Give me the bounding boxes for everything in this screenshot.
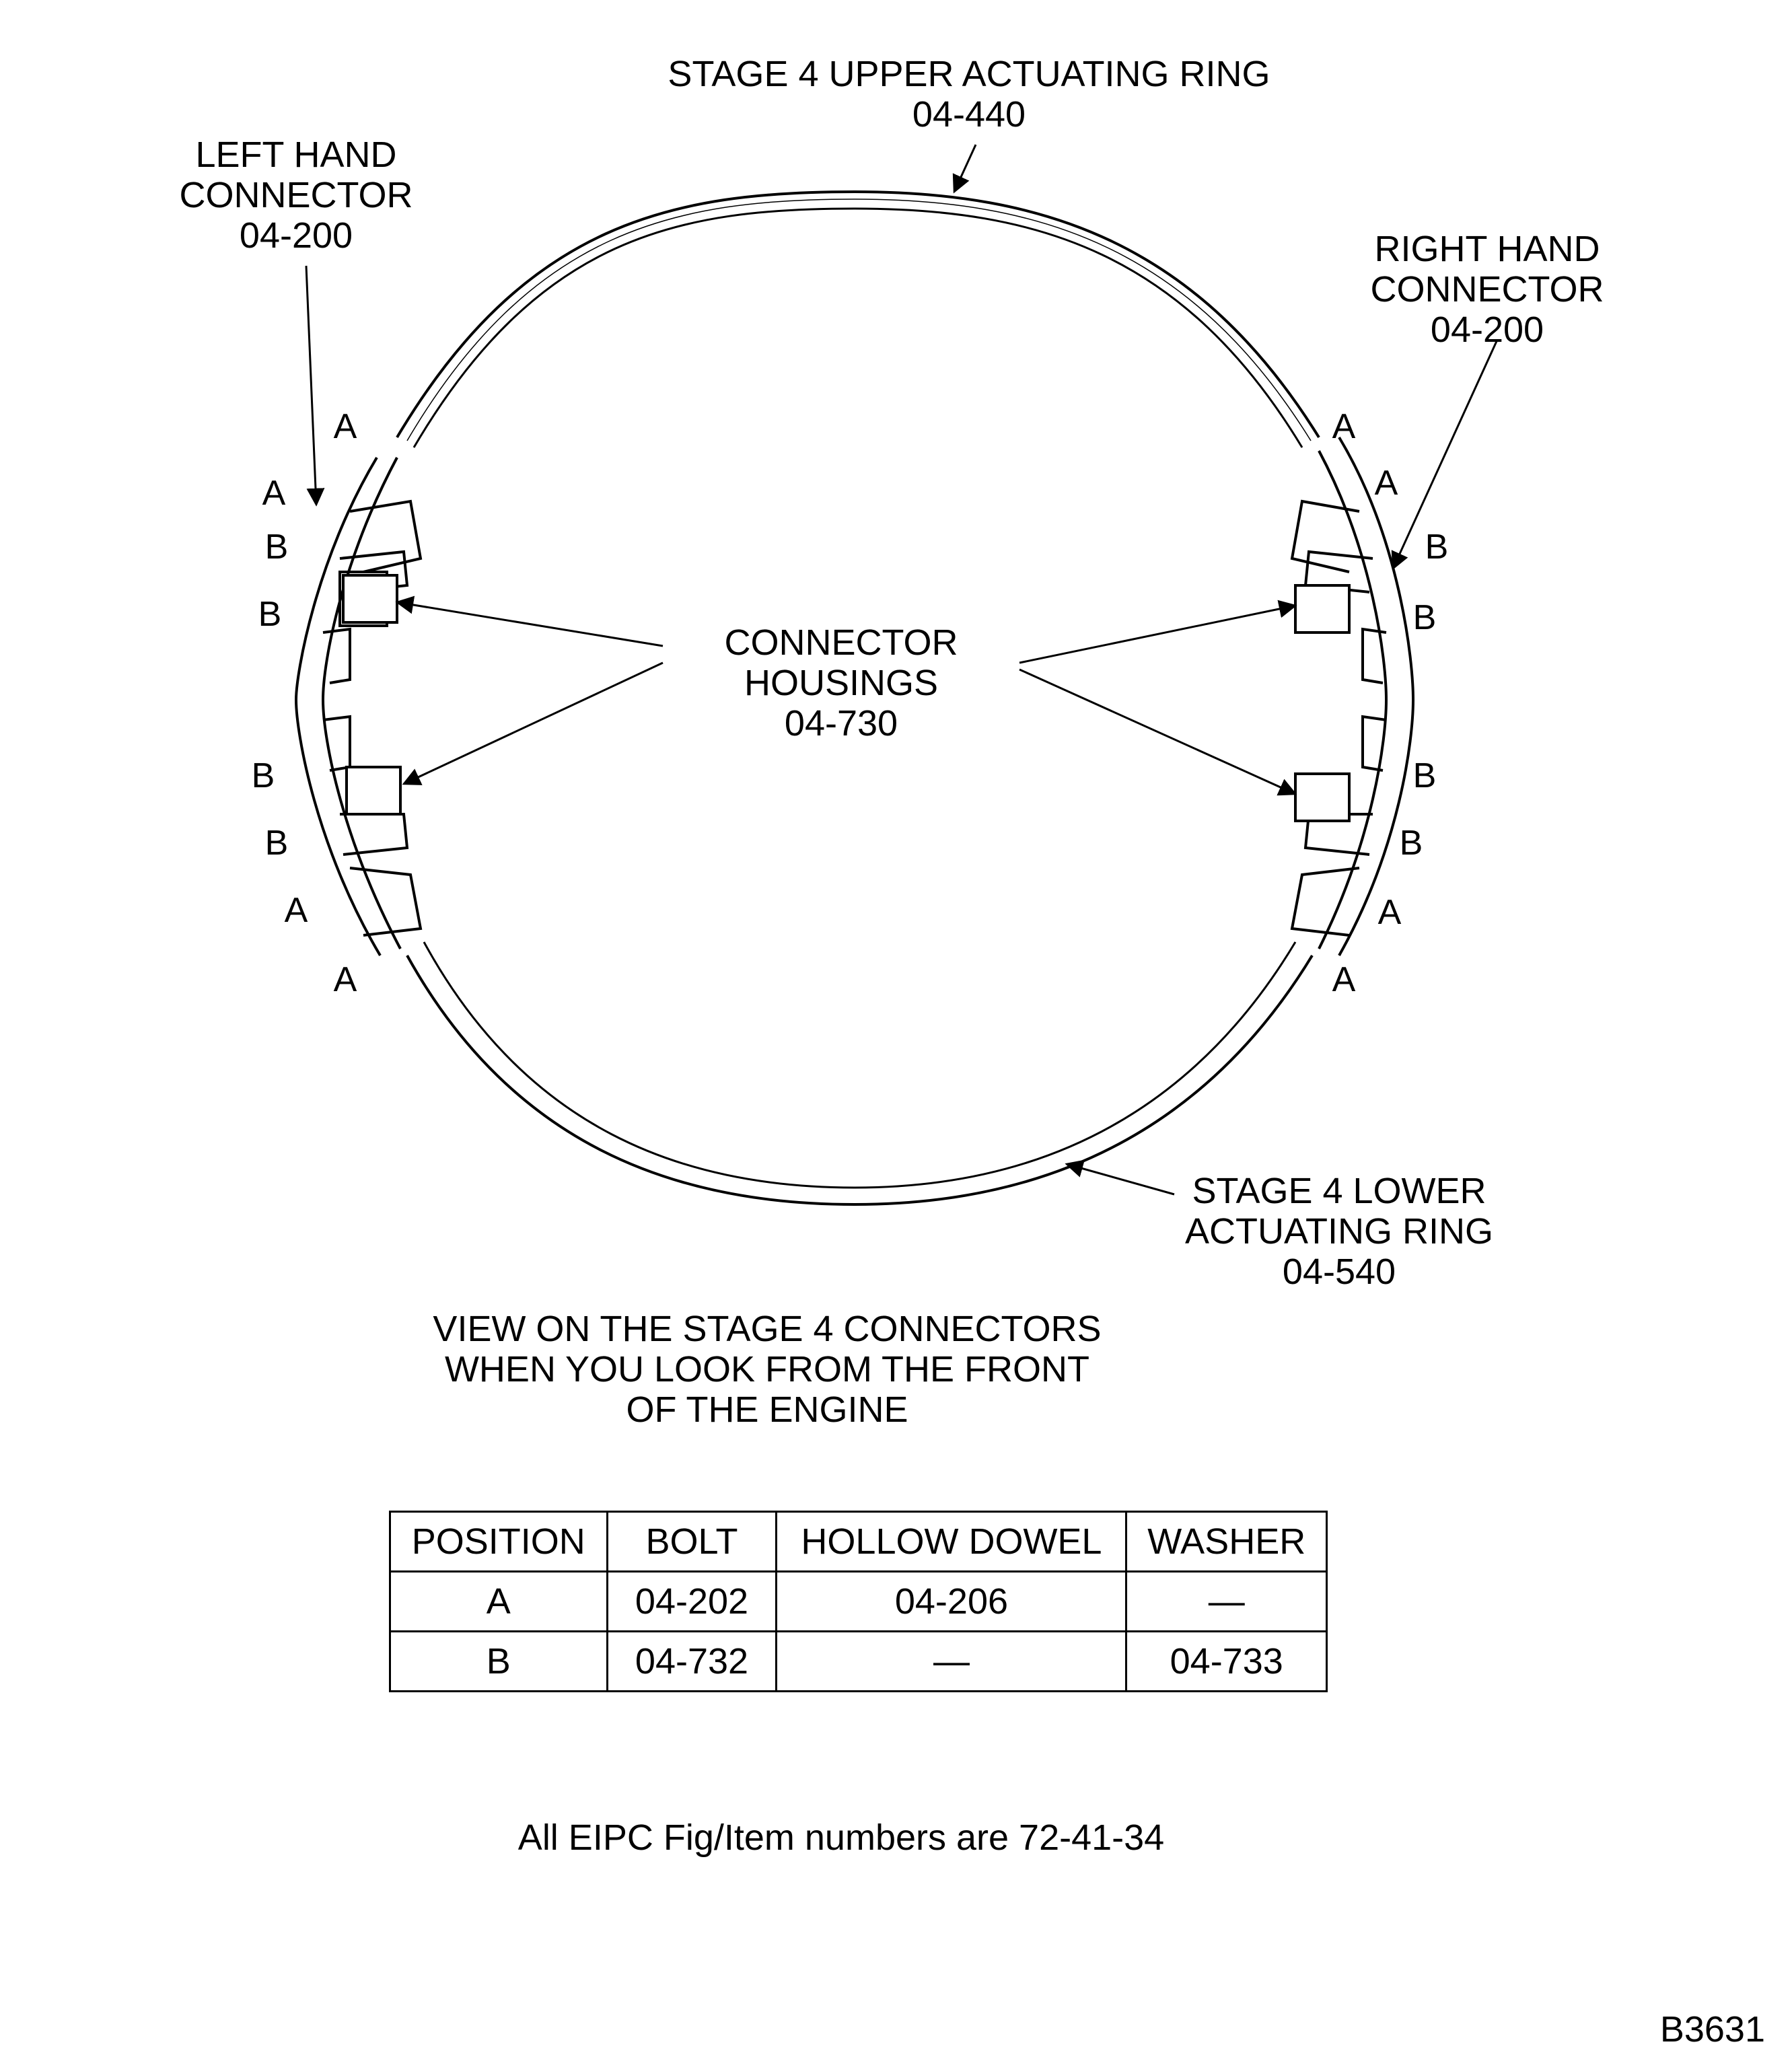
lower-actuating-ring-inner: [423, 941, 1297, 1189]
parts-table: POSITION BOLT HOLLOW DOWEL WASHER A 04-2…: [389, 1511, 1328, 1692]
right-connector-label-line1: RIGHT HAND: [1374, 229, 1600, 269]
connector-housings-label-line2: HOUSINGS: [744, 663, 939, 703]
header-bolt: BOLT: [606, 1511, 778, 1572]
cell-washer: 04-733: [1125, 1630, 1328, 1692]
arrow-left-connector: [305, 265, 325, 507]
lower-ring-label-line3: 04-540: [1282, 1252, 1396, 1292]
connector-housings-label-line3: 04-730: [784, 703, 898, 744]
left-connector-label: LEFT HAND CONNECTOR 04-200: [162, 135, 431, 256]
position-letter-left: A: [333, 960, 357, 999]
left-hand-connector: [294, 456, 423, 957]
position-letter-right: B: [1412, 756, 1437, 795]
lower-actuating-ring: [406, 954, 1314, 1206]
upper-ring-label-line2: 04-440: [912, 94, 1026, 135]
upper-ring-label: STAGE 4 UPPER ACTUATING RING 04-440: [633, 54, 1305, 135]
arrow-housing-left-upper: [395, 595, 664, 647]
left-connector-housing-lower: [345, 766, 402, 816]
arrow-housing-right-upper: [1019, 600, 1297, 664]
lower-ring-label: STAGE 4 LOWER ACTUATING RING 04-540: [1164, 1171, 1514, 1292]
arrow-upper-ring: [952, 144, 977, 194]
header-position: POSITION: [389, 1511, 608, 1572]
upper-actuating-ring-inner: [413, 207, 1303, 448]
view-caption-line3: OF THE ENGINE: [626, 1389, 908, 1430]
position-letter-right: B: [1399, 824, 1423, 863]
header-washer: WASHER: [1125, 1511, 1328, 1572]
upper-ring-label-line1: STAGE 4 UPPER ACTUATING RING: [668, 54, 1270, 94]
position-letter-left: A: [284, 891, 308, 930]
right-connector-label: RIGHT HAND CONNECTOR 04-200: [1353, 229, 1622, 350]
header-hollow-dowel: HOLLOW DOWEL: [775, 1511, 1128, 1572]
right-connector-housing-lower: [1294, 772, 1351, 822]
lower-ring-label-line1: STAGE 4 LOWER: [1192, 1171, 1486, 1211]
view-caption: VIEW ON THE STAGE 4 CONNECTORS WHEN YOU …: [431, 1309, 1104, 1430]
left-connector-label-line2: CONNECTOR: [179, 175, 413, 215]
view-caption-line1: VIEW ON THE STAGE 4 CONNECTORS: [433, 1309, 1102, 1349]
position-letter-right: A: [1374, 464, 1398, 503]
arrow-lower-ring: [1065, 1159, 1175, 1196]
position-letter-left: A: [262, 474, 286, 513]
connector-housings-label-line1: CONNECTOR: [724, 622, 958, 663]
cell-washer: —: [1125, 1570, 1328, 1632]
right-connector-label-line2: CONNECTOR: [1370, 269, 1604, 310]
right-connector-label-line3: 04-200: [1430, 310, 1544, 350]
position-letter-right: A: [1377, 893, 1402, 932]
position-letter-left: B: [258, 595, 282, 634]
right-connector-housing-upper: [1294, 584, 1351, 634]
lower-ring-label-line2: ACTUATING RING: [1185, 1211, 1493, 1252]
cell-bolt: 04-732: [606, 1630, 778, 1692]
left-connector-housing-upper: [342, 574, 398, 624]
left-connector-label-line1: LEFT HAND: [195, 135, 397, 175]
position-letter-right: A: [1332, 407, 1356, 446]
position-letter-right: B: [1425, 528, 1449, 567]
cell-position: A: [389, 1570, 608, 1632]
right-hand-connector: [1290, 436, 1415, 956]
table-row: B 04-732 — 04-733: [389, 1630, 1328, 1692]
arrow-housing-right-lower: [1019, 668, 1297, 796]
position-letter-right: B: [1412, 598, 1437, 637]
eipc-note: All EIPC Fig/Item numbers are 72-41-34: [517, 1817, 1165, 1858]
view-caption-line2: WHEN YOU LOOK FROM THE FRONT: [444, 1349, 1090, 1389]
position-letter-left: A: [333, 407, 357, 446]
cell-hollow-dowel: 04-206: [775, 1570, 1128, 1632]
connector-housings-label: CONNECTOR HOUSINGS 04-730: [700, 622, 982, 744]
upper-actuating-ring-edge: [406, 198, 1312, 441]
upper-actuating-ring: [396, 190, 1320, 439]
position-letter-left: B: [264, 528, 289, 567]
figure-id: B3631: [1659, 2009, 1765, 2050]
table-header-row: POSITION BOLT HOLLOW DOWEL WASHER: [389, 1511, 1328, 1572]
arrow-right-connector: [1391, 339, 1499, 571]
table-row: A 04-202 04-206 —: [389, 1570, 1328, 1632]
cell-hollow-dowel: —: [775, 1630, 1128, 1692]
position-letter-left: B: [264, 824, 289, 863]
cell-bolt: 04-202: [606, 1570, 778, 1632]
position-letter-left: B: [251, 756, 275, 795]
left-connector-label-line3: 04-200: [239, 215, 353, 256]
arrow-housing-left-lower: [402, 661, 664, 785]
position-letter-right: A: [1332, 960, 1356, 999]
cell-position: B: [389, 1630, 608, 1692]
